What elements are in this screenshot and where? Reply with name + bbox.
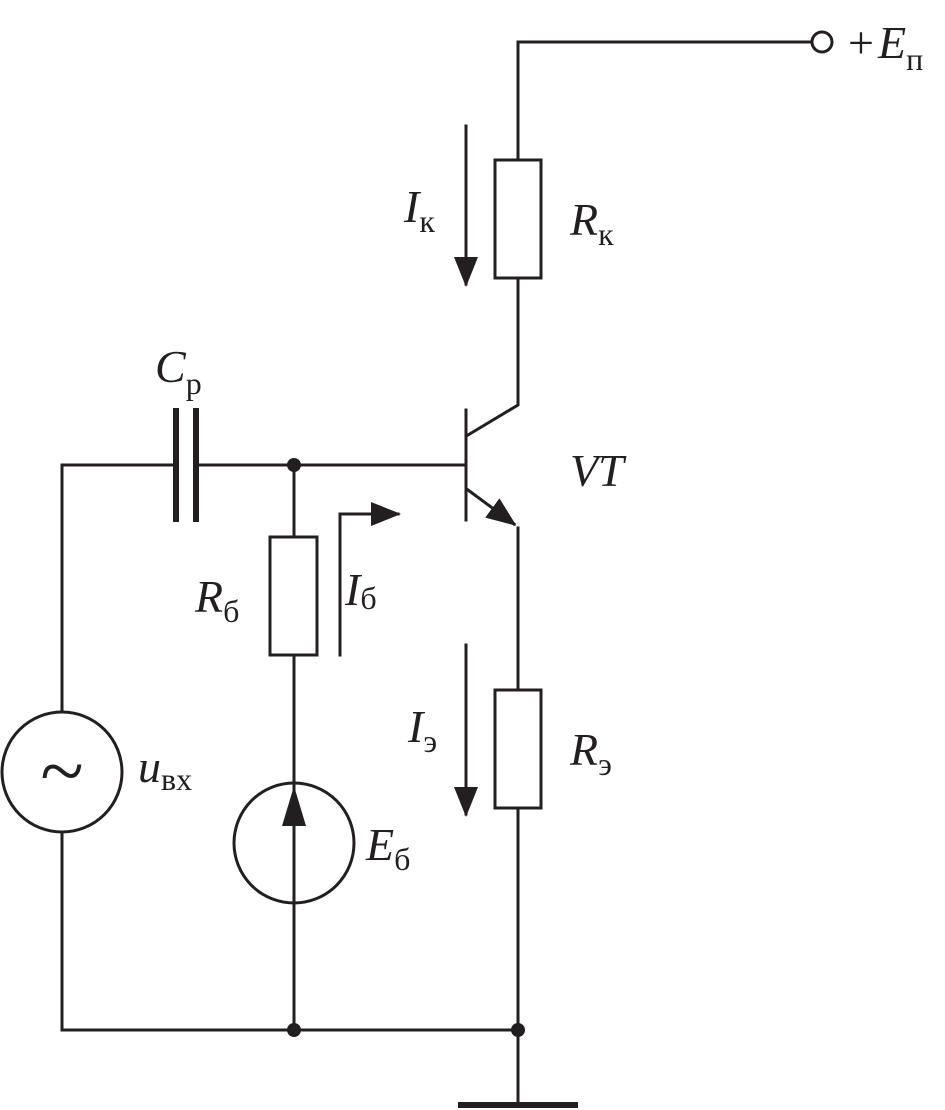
transistor-vt — [464, 408, 517, 527]
capacitor-label: Cр — [155, 341, 202, 401]
base-resistor-label: Rб — [194, 571, 239, 629]
ac-wave-icon: ~ — [40, 728, 83, 816]
transistor-label: VT — [570, 445, 627, 496]
input-voltage-label: uвх — [138, 741, 192, 797]
supply-rail-wire — [516, 40, 814, 162]
supply-label: +Eп — [848, 17, 923, 77]
base-current-arrow — [338, 502, 401, 657]
base-resistor — [268, 535, 319, 657]
collector-current-label: Iк — [403, 181, 435, 239]
emitter-arrow — [465, 487, 517, 527]
ground-junction-dot-base — [287, 1023, 301, 1037]
base-bias-label: Eб — [365, 819, 410, 877]
bias-source-arrow — [282, 786, 306, 826]
collector-wire — [465, 276, 520, 438]
input-wire — [60, 463, 174, 714]
emitter-current-label: Iэ — [407, 701, 437, 759]
supply-terminal — [810, 30, 834, 54]
base-bias-source — [232, 781, 356, 905]
base-current-label: Iб — [344, 564, 377, 616]
emitter-resistor-label: Rэ — [569, 724, 612, 782]
collector-resistor-label: Rк — [569, 194, 614, 252]
collector-resistor — [493, 158, 543, 280]
emitter-resistor — [493, 688, 543, 810]
